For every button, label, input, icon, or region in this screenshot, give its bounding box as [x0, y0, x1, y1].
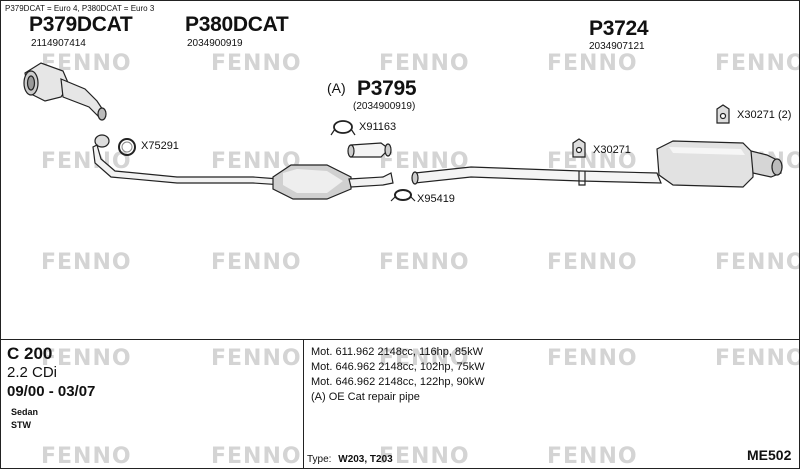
watermark: FENNO: [211, 250, 302, 275]
watermark: FENNO: [715, 346, 800, 371]
watermark: FENNO: [547, 51, 638, 76]
motor-spec-3: Mot. 646.962 2148cc, 122hp, 90kW: [311, 376, 485, 388]
part-number-p380dcat[interactable]: P380DCAT: [185, 13, 289, 36]
accessory-x30271-2[interactable]: X30271 (2): [737, 109, 792, 121]
repair-marker: (A): [327, 80, 346, 96]
watermark: FENNO: [41, 444, 132, 469]
watermark: FENNO: [715, 51, 800, 76]
watermark: FENNO: [379, 444, 470, 469]
body-type-sedan: Sedan: [11, 407, 39, 417]
watermark: FENNO: [379, 51, 470, 76]
watermark: FENNO: [547, 250, 638, 275]
watermark: FENNO: [379, 250, 470, 275]
oe-ref-p379dcat: 2114907414: [31, 38, 86, 49]
hanger-x30271-2-drawing[interactable]: [716, 104, 730, 124]
exhaust-diagram: [23, 62, 783, 202]
system-code: ME502: [747, 447, 792, 463]
rear-silencer-p3724-drawing[interactable]: [411, 140, 783, 188]
repair-pipe-p3795-drawing[interactable]: [347, 142, 392, 158]
clamp-x95419-drawing[interactable]: [390, 189, 416, 202]
watermark: FENNO: [547, 346, 638, 371]
watermark: FENNO: [41, 149, 132, 174]
vehicle-model: C 200: [7, 344, 53, 363]
panel-divider: [303, 340, 304, 468]
catalyst-p379dcat-drawing[interactable]: [23, 62, 107, 121]
watermark: FENNO: [211, 444, 302, 469]
watermark: FENNO: [547, 444, 638, 469]
accessory-x75291[interactable]: X75291: [141, 140, 179, 152]
part-number-p3724[interactable]: P3724: [589, 17, 649, 40]
motor-spec-1: Mot. 611.962 2148cc, 116hp, 85kW: [311, 346, 484, 358]
accessory-x30271[interactable]: X30271: [593, 144, 631, 156]
oe-ref-p3724: 2034907121: [589, 41, 645, 52]
body-type-stw: STW: [11, 420, 31, 430]
watermark: FENNO: [41, 250, 132, 275]
type-row: Type: W203, T203: [307, 454, 393, 465]
motor-spec-2: Mot. 646.962 2148cc, 102hp, 75kW: [311, 361, 485, 373]
clamp-x91163-drawing[interactable]: [330, 120, 356, 136]
catalyst-p380dcat-drawing[interactable]: [272, 164, 394, 200]
oe-ref-p380dcat: 2034900919: [187, 38, 243, 49]
vehicle-years: 09/00 - 03/07: [7, 383, 96, 400]
vehicle-info-panel: C 200 2.2 CDi 09/00 - 03/07 Sedan STW Mo…: [1, 339, 799, 468]
oe-ref-p3795: (2034900919): [353, 101, 416, 112]
watermark: FENNO: [41, 346, 132, 371]
type-value: W203, T203: [338, 454, 393, 465]
hanger-x30271-drawing[interactable]: [572, 138, 586, 158]
vehicle-engine: 2.2 CDi: [7, 364, 58, 381]
type-label: Type:: [307, 454, 332, 465]
euro-norm-note: P379DCAT = Euro 4, P380DCAT = Euro 3: [5, 4, 155, 13]
repair-pipe-note: (A) OE Cat repair pipe: [311, 391, 420, 403]
accessory-x91163[interactable]: X91163: [359, 121, 397, 133]
watermark: FENNO: [211, 346, 302, 371]
watermark: FENNO: [715, 250, 800, 275]
accessory-x95419[interactable]: X95419: [417, 193, 455, 205]
watermark: FENNO: [379, 346, 470, 371]
part-number-p3795[interactable]: P3795: [357, 77, 417, 100]
gasket-x75291-drawing[interactable]: [118, 138, 136, 156]
part-number-p379dcat[interactable]: P379DCAT: [29, 13, 133, 36]
watermark: FENNO: [211, 51, 302, 76]
